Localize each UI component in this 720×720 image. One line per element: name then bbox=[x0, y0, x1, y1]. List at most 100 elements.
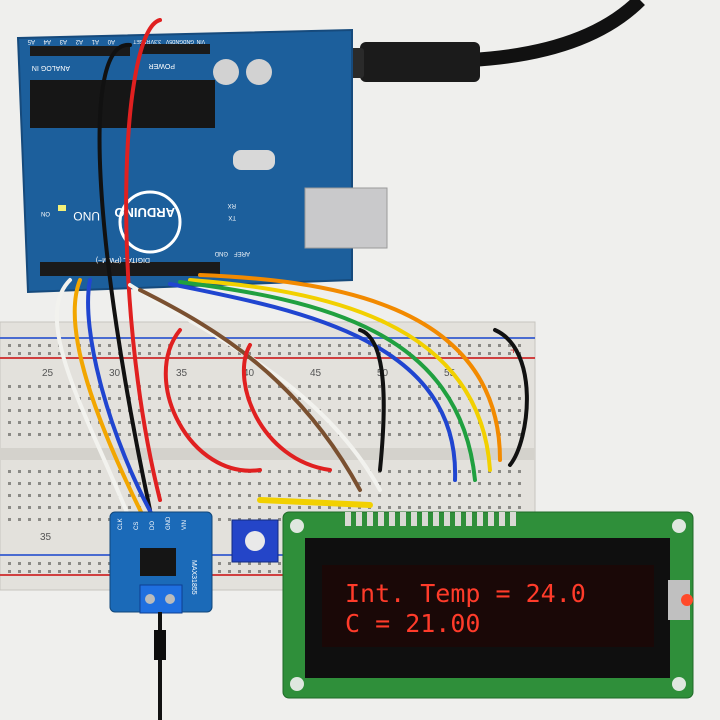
on-led bbox=[58, 205, 66, 211]
breadboard-hole bbox=[388, 409, 391, 412]
breadboard-hole bbox=[398, 385, 401, 388]
breadboard-row-number: 25 bbox=[42, 368, 54, 379]
breadboard-hole bbox=[338, 344, 341, 347]
breadboard-hole bbox=[268, 397, 271, 400]
breadboard-hole bbox=[108, 433, 111, 436]
breadboard-hole bbox=[18, 518, 21, 521]
breadboard-hole bbox=[448, 506, 451, 509]
breadboard-hole bbox=[258, 409, 261, 412]
breadboard-hole bbox=[138, 352, 141, 355]
breadboard-hole bbox=[278, 385, 281, 388]
breadboard-hole bbox=[418, 470, 421, 473]
breadboard-hole bbox=[458, 409, 461, 412]
breadboard-hole bbox=[308, 344, 311, 347]
breadboard-hole bbox=[138, 433, 141, 436]
breadboard-hole bbox=[108, 352, 111, 355]
breadboard-hole bbox=[478, 506, 481, 509]
power-pin-label: VIN bbox=[196, 38, 205, 44]
breadboard-hole bbox=[178, 352, 181, 355]
breadboard-hole bbox=[148, 433, 151, 436]
breadboard-hole bbox=[268, 570, 271, 573]
breadboard-hole bbox=[308, 409, 311, 412]
backlight-led bbox=[668, 580, 690, 620]
breadboard-hole bbox=[338, 506, 341, 509]
breadboard-hole bbox=[8, 562, 11, 565]
breadboard-hole bbox=[18, 506, 21, 509]
breadboard-hole bbox=[218, 433, 221, 436]
breadboard-hole bbox=[488, 385, 491, 388]
breadboard-hole bbox=[278, 470, 281, 473]
breadboard-hole bbox=[278, 506, 281, 509]
breadboard-hole bbox=[418, 385, 421, 388]
breadboard-hole bbox=[348, 433, 351, 436]
breadboard-hole bbox=[278, 562, 281, 565]
usb-port bbox=[304, 187, 388, 249]
breadboard-hole bbox=[398, 494, 401, 497]
breadboard-hole bbox=[48, 421, 51, 424]
analog-pin-label: A2 bbox=[75, 38, 83, 44]
breadboard-hole bbox=[108, 385, 111, 388]
breadboard-hole bbox=[118, 433, 121, 436]
breadboard-hole bbox=[238, 409, 241, 412]
breadboard-hole bbox=[338, 385, 341, 388]
breadboard-hole bbox=[228, 385, 231, 388]
breadboard-hole bbox=[458, 506, 461, 509]
breadboard-hole bbox=[518, 344, 521, 347]
breadboard-hole bbox=[488, 344, 491, 347]
breadboard-hole bbox=[278, 352, 281, 355]
breadboard-hole bbox=[438, 397, 441, 400]
breadboard-hole bbox=[448, 482, 451, 485]
breadboard-hole bbox=[258, 344, 261, 347]
lcd-pin bbox=[499, 512, 505, 526]
sensor-pin-label: CLK bbox=[118, 518, 124, 530]
breadboard-hole bbox=[358, 385, 361, 388]
wire-red-short bbox=[163, 328, 262, 473]
analog-pin-label: A5 bbox=[27, 38, 35, 44]
breadboard-hole bbox=[78, 385, 81, 388]
breadboard-hole bbox=[378, 344, 381, 347]
breadboard-hole bbox=[268, 344, 271, 347]
breadboard-hole bbox=[138, 494, 141, 497]
breadboard-hole bbox=[468, 352, 471, 355]
breadboard-hole bbox=[398, 470, 401, 473]
breadboard-hole bbox=[208, 385, 211, 388]
breadboard-hole bbox=[508, 421, 511, 424]
breadboard-hole bbox=[148, 352, 151, 355]
analog-pin-label: A3 bbox=[59, 38, 67, 44]
analog-pin-label: A4 bbox=[43, 38, 51, 44]
breadboard-hole bbox=[118, 409, 121, 412]
breadboard-row-number: 35 bbox=[176, 368, 188, 379]
breadboard-hole bbox=[508, 344, 511, 347]
breadboard-hole bbox=[318, 397, 321, 400]
breadboard-hole bbox=[88, 470, 91, 473]
tx-label: TX bbox=[228, 214, 236, 220]
breadboard-hole bbox=[8, 482, 11, 485]
breadboard-hole bbox=[398, 397, 401, 400]
breadboard-hole bbox=[418, 506, 421, 509]
breadboard-hole bbox=[248, 482, 251, 485]
breadboard-hole bbox=[158, 385, 161, 388]
digital-header bbox=[40, 262, 220, 276]
breadboard-hole bbox=[508, 352, 511, 355]
breadboard-hole bbox=[448, 344, 451, 347]
breadboard-hole bbox=[398, 482, 401, 485]
breadboard-hole bbox=[428, 421, 431, 424]
wire-red bbox=[124, 18, 162, 502]
breadboard-hole bbox=[138, 344, 141, 347]
power-pin-label: 5V bbox=[165, 38, 172, 44]
breadboard-hole bbox=[18, 570, 21, 573]
breadboard-hole bbox=[98, 409, 101, 412]
breadboard-hole bbox=[458, 482, 461, 485]
breadboard-hole bbox=[148, 494, 151, 497]
wire-blue-long bbox=[168, 282, 458, 482]
breadboard-hole bbox=[498, 494, 501, 497]
breadboard-hole bbox=[168, 470, 171, 473]
breadboard-hole bbox=[48, 482, 51, 485]
breadboard-hole bbox=[188, 352, 191, 355]
breadboard-hole bbox=[508, 433, 511, 436]
breadboard-hole bbox=[428, 385, 431, 388]
breadboard-hole bbox=[348, 506, 351, 509]
lcd-module: Int. Temp = 24.0 C = 21.00 bbox=[282, 511, 694, 699]
breadboard-hole bbox=[288, 470, 291, 473]
